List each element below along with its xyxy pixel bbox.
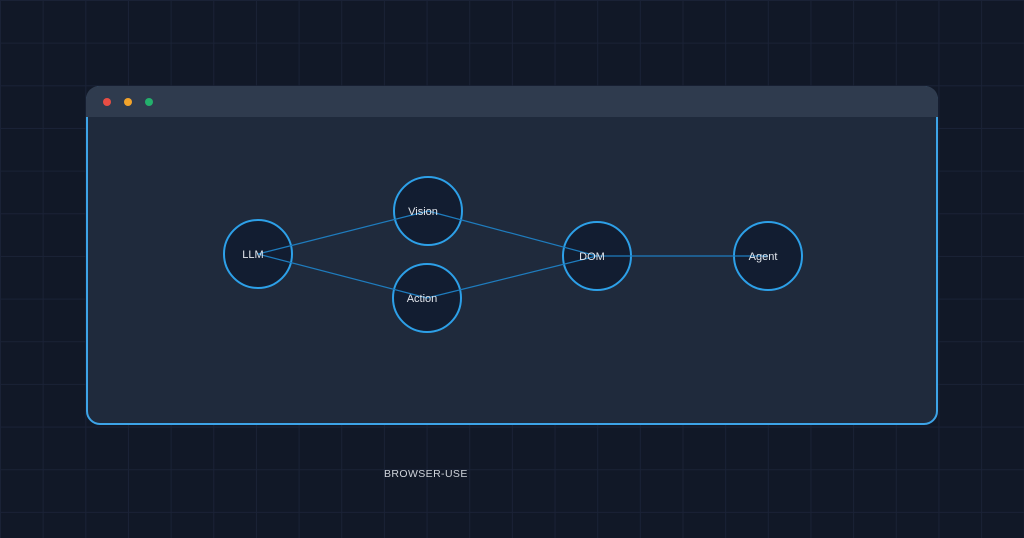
edge-llm-action xyxy=(257,253,428,299)
minimize-button[interactable] xyxy=(124,97,132,106)
close-button[interactable] xyxy=(103,97,111,106)
graph-edges xyxy=(257,210,768,299)
edge-action-dom xyxy=(426,255,598,299)
edge-vision-dom xyxy=(427,210,598,257)
node-agent-label: Agent xyxy=(749,251,778,263)
node-dom-label: DOM xyxy=(579,251,605,263)
app-window: LLM Vision Action DOM Agent xyxy=(86,86,938,425)
node-action-label: Action xyxy=(407,293,438,305)
window-titlebar[interactable] xyxy=(86,86,938,117)
footer-brand-label: BROWSER-USE xyxy=(384,468,468,480)
node-vision-label: Vision xyxy=(408,206,438,218)
node-llm-label: LLM xyxy=(242,249,263,261)
edge-llm-vision xyxy=(257,210,429,255)
graph-canvas[interactable]: LLM Vision Action DOM Agent xyxy=(86,86,938,425)
maximize-button[interactable] xyxy=(145,97,153,106)
